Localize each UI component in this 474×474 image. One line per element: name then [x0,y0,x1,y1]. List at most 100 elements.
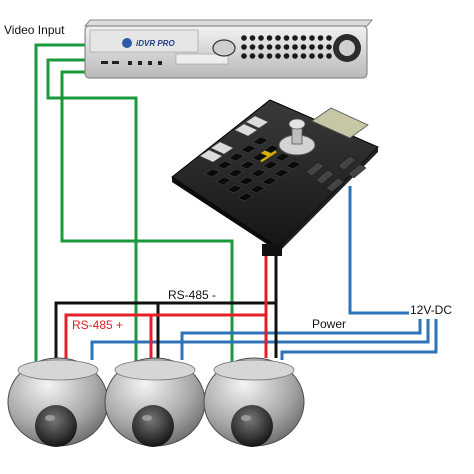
keypad-key [250,168,267,178]
dvr-button [300,35,307,41]
camera-lens-icon [132,405,174,447]
dvr-jog-dial-inner [339,40,355,56]
power-wire-controller [348,186,410,315]
dvr-front-ports [101,61,162,65]
power-wire-camera-1 [90,319,430,360]
dvr-brand-label: iDVR PRO [136,39,175,48]
power-wires [90,186,438,360]
dvr-button [249,35,256,41]
camera-rim [17,359,99,381]
keypad-key [228,152,245,162]
dvr-button [241,35,247,41]
rs485-minus-wires [54,256,278,358]
controller-lcd [311,107,369,139]
dvr-top-face [83,19,374,27]
video-wire-camera-3 [60,70,234,362]
keypad-key [237,192,254,202]
power-wire-camera-2 [180,319,422,360]
dvr-button [241,44,247,50]
camera-rim [213,359,295,381]
dome-camera-3 [203,357,305,447]
dvr-button [309,53,315,59]
dvr-button [275,53,281,59]
dvr-button [275,44,281,50]
dvr-button [266,44,273,50]
video-wire-camera-1 [34,43,85,362]
dvr-button [309,44,315,50]
power-label: Power [312,317,347,331]
dvr-button [283,35,290,41]
keypad-key [274,152,291,162]
keypad-key [251,152,268,162]
dvr-button [292,53,298,59]
keypad-key [215,176,232,186]
ptz-keyboard-controller [171,99,379,256]
keypad-key [262,160,279,170]
dvr-button [275,35,281,41]
dvr-button [258,44,264,50]
dvr-button [300,44,307,50]
dvr-button [292,35,298,41]
dvr-button [283,44,290,50]
controller-right-keys [305,155,367,193]
rs485-plus-wire [64,256,268,358]
dvr-button [326,44,332,50]
camera-lens-glint [241,415,251,421]
dvr-left-section [89,29,199,53]
keypad-key [252,136,269,146]
keypad-key [238,176,255,186]
dvr-button [292,44,298,50]
keypad-key [239,160,256,170]
keypad-key [227,168,244,178]
keypad-key [240,144,257,154]
dvr-button [326,53,332,59]
camera-lens-glint [142,415,152,421]
rs485-minus-label: RS-485 - [168,288,217,302]
keypad-key [204,168,221,178]
camera-lens-icon [35,405,77,447]
dvr-button [326,35,332,41]
video-wire-camera-2 [46,58,138,362]
camera-rim [114,359,196,381]
power-wire-camera-3 [280,319,438,360]
joystick-icon [278,118,316,156]
dvr-button [241,53,247,59]
supply-12v-dc-label: 12V-DC [409,303,454,317]
dvr-button [283,53,290,59]
dome-camera-1 [7,357,109,447]
dvr-button-grid [241,35,332,59]
dvr-unit [83,19,374,79]
video-input-label: Video Input [4,23,65,37]
rs485-plus-wires [64,256,268,358]
dvr-button [317,53,324,59]
keypad-key [249,184,266,194]
rs485-minus-wire [54,256,278,358]
keypad-key [285,160,302,170]
dvr-button [258,35,264,41]
dvr-button [266,53,273,59]
dvr-logo-icon [122,38,132,48]
dvr-power-button [212,39,236,57]
dvr-button [266,35,273,41]
dvr-button [258,53,264,59]
camera-lens-glint [45,415,55,421]
dvr-button [317,35,324,41]
keypad-key [263,144,280,154]
keypad-key [226,184,243,194]
rs485-plus-label: RS-485 + [72,318,124,332]
dvr-display-window [175,53,229,65]
controller-front-edge [172,177,279,252]
video-wires [34,43,234,362]
dvr-button [300,53,307,59]
dvr-button [317,44,324,50]
camera-lens-icon [231,405,273,447]
keypad-key [261,176,278,186]
controller-wire-exit [262,244,282,256]
keypad-key [273,168,290,178]
dvr-button [249,44,256,50]
controller-keypad [204,136,302,202]
dvr-button [249,53,256,59]
keypad-key [216,160,233,170]
controller-side-buttons [199,115,269,163]
dvr-button [309,35,315,41]
